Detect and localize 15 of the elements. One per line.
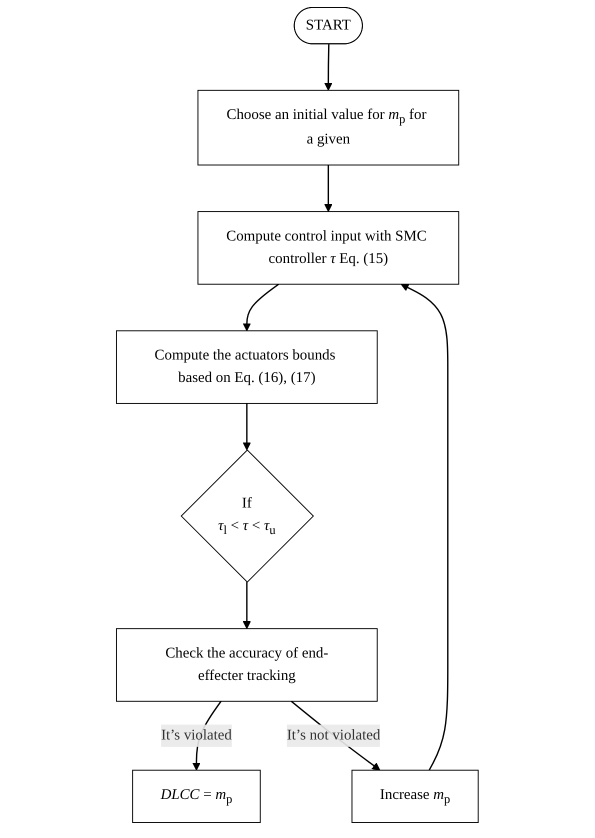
arrow <box>400 284 449 771</box>
arrow <box>242 403 252 450</box>
node-box: Compute control input with SMC controller τ Eq. (15) <box>198 211 460 285</box>
node-box: Increase m$_{p}$ <box>352 770 479 823</box>
node-box: Check the accuracy of end-effecter tracking <box>116 628 378 702</box>
edge-label: It’s not violated <box>286 727 381 744</box>
node-box: DLCC = m$_{p}$ <box>132 770 261 823</box>
arrow <box>242 582 252 630</box>
arrow <box>324 44 333 91</box>
node-diamond: If τ$_{l}$ < τ < τ$_{u}$ <box>180 449 314 583</box>
edge-label: It’s violated <box>161 727 232 744</box>
arrow <box>242 284 280 332</box>
arrow <box>324 165 333 212</box>
node-box: Compute the actuators bounds based on Eq. (16), (17) <box>116 330 378 404</box>
node-box: Choose an initial value for m$_{p}$ for a given <box>198 90 460 166</box>
